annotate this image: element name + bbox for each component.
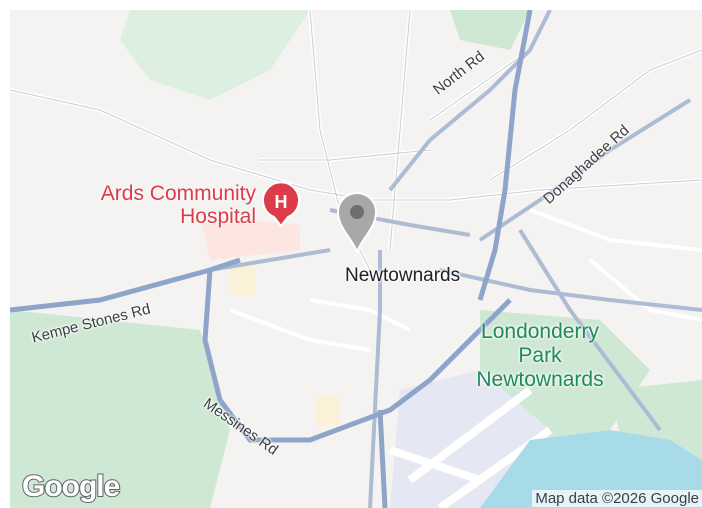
urban-area-hospital: [200, 215, 300, 260]
road-a-main-north: [477, 10, 533, 301]
water-body: [480, 430, 702, 508]
google-logo: Google: [21, 469, 121, 504]
town-label[interactable]: Newtownards: [345, 265, 461, 286]
green-area-northwest: [120, 10, 310, 100]
green-area-north: [450, 10, 530, 50]
park-label-line3: Newtownards: [476, 368, 604, 391]
map-base-layer: [10, 10, 702, 508]
hospital-label-line2: Hospital: [180, 205, 256, 228]
urban-area-yellow-2: [315, 395, 340, 425]
green-area-west: [10, 310, 230, 508]
road-kempe-stones: [10, 257, 241, 313]
park-label-line2: Park: [518, 344, 562, 367]
park-label-line1: Londonderry: [481, 320, 599, 343]
location-pin-icon[interactable]: [332, 188, 382, 258]
hospital-marker-icon[interactable]: H: [258, 180, 304, 230]
road-messines: [202, 269, 512, 443]
hospital-label[interactable]: Ards Community Hospital: [101, 182, 256, 228]
road-north-rd: [388, 10, 552, 192]
hospital-marker-letter: H: [275, 192, 288, 212]
park-label[interactable]: Londonderry Park Newtownards: [450, 320, 630, 392]
hospital-label-line1: Ards Community: [100, 182, 256, 205]
map-attribution[interactable]: Map data ©2026 Google: [532, 490, 702, 507]
urban-area-yellow-1: [230, 265, 255, 295]
road-south: [377, 409, 388, 508]
road-donaghadee-rd: [478, 98, 692, 242]
map-canvas[interactable]: H Ards Community Hospital Newtownards Lo…: [10, 10, 702, 508]
